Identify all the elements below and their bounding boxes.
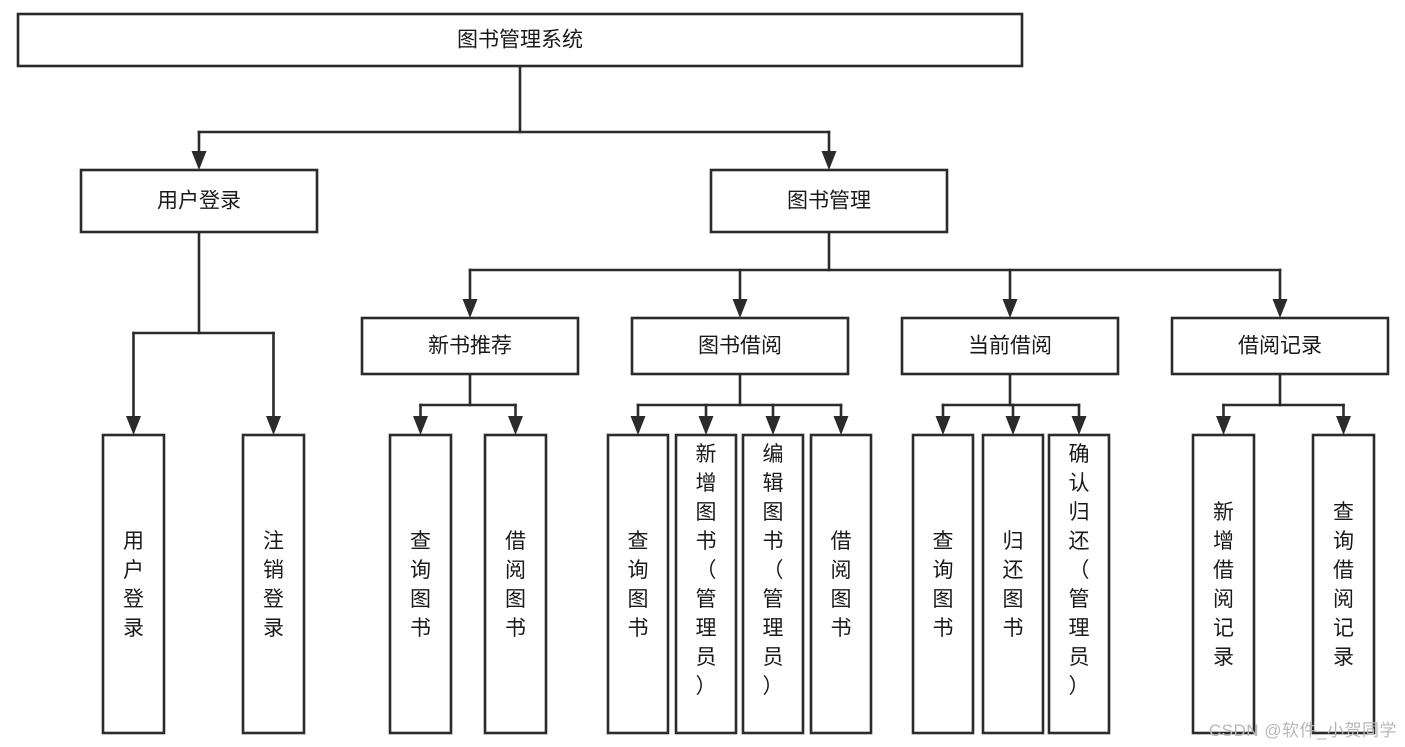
node-borrow-record[interactable]: 借阅记录: [1170, 316, 1390, 376]
node-query-book-2[interactable]: 查询图书: [606, 433, 670, 735]
node-label-query-book-1: 查询图书: [410, 530, 431, 640]
node-borrow-book-1[interactable]: 借阅图书: [483, 433, 548, 735]
arrow-new-book-recommend-head: [462, 299, 478, 318]
node-box-book-manage: [709, 168, 949, 234]
node-query-book-3[interactable]: 查询图书: [911, 433, 975, 735]
node-add-borrow-record[interactable]: 新增借阅记录: [1191, 433, 1256, 735]
node-label-current-borrow: 当前借阅: [968, 335, 1052, 358]
node-label-query-book-3: 查询图书: [933, 530, 954, 640]
node-label-root: 图书管理系统: [457, 29, 583, 52]
node-box-user-login-do: [101, 433, 166, 735]
node-box-new-book-recommend: [360, 316, 580, 376]
node-label-user-login: 用户登录: [157, 190, 241, 213]
watermark-label: CSDN @软件_小贺同学: [1208, 721, 1397, 740]
node-label-borrow-book-1: 借阅图书: [505, 530, 526, 640]
node-box-return-book: [981, 433, 1045, 735]
node-label-add-book-admin: 新增图书（管理员）: [696, 443, 717, 698]
node-query-borrow-record[interactable]: 查询借阅记录: [1311, 433, 1376, 735]
node-box-current-borrow: [900, 316, 1120, 376]
node-label-book-borrow: 图书借阅: [698, 335, 782, 358]
arrow-book-manage-head: [821, 151, 837, 170]
node-book-borrow[interactable]: 图书借阅: [630, 316, 850, 376]
node-label-borrow-record: 借阅记录: [1238, 335, 1322, 358]
node-box-edit-book-admin: [741, 433, 805, 735]
node-box-book-borrow: [630, 316, 850, 376]
arrow-query-borrow-record-head: [1336, 416, 1351, 435]
node-query-book-1[interactable]: 查询图书: [388, 433, 453, 735]
node-box-query-book-2: [606, 433, 670, 735]
arrow-book-borrow-head: [732, 299, 748, 318]
node-box-query-book-1: [388, 433, 453, 735]
node-new-book-recommend[interactable]: 新书推荐: [360, 316, 580, 376]
arrow-edit-book-admin-head: [765, 416, 781, 435]
node-label-book-manage: 图书管理: [787, 190, 871, 213]
node-label-query-book-2: 查询图书: [628, 530, 649, 640]
node-box-query-book-3: [911, 433, 975, 735]
arrow-confirm-return-admin-head: [1071, 416, 1087, 435]
node-user-logout[interactable]: 注销登录: [241, 433, 306, 735]
node-label-add-borrow-record: 新增借阅记录: [1213, 501, 1234, 669]
node-box-add-borrow-record: [1191, 433, 1256, 735]
arrow-user-login-head: [191, 151, 207, 170]
arrow-add-book-admin-head: [698, 416, 714, 435]
node-layer: 图书管理系统用户登录用户登录注销登录图书管理新书推荐查询图书借阅图书图书借阅查询…: [16, 12, 1390, 735]
node-confirm-return-admin[interactable]: 确认归还（管理员）: [1047, 433, 1111, 735]
connector-layer: [126, 64, 1351, 435]
arrow-user-logout-head: [266, 416, 281, 435]
arrow-current-borrow-head: [1002, 299, 1018, 318]
node-book-manage[interactable]: 图书管理: [709, 168, 949, 234]
node-box-borrow-book-2: [809, 433, 873, 735]
node-box-query-borrow-record: [1311, 433, 1376, 735]
node-borrow-book-2[interactable]: 借阅图书: [809, 433, 873, 735]
node-label-query-borrow-record: 查询借阅记录: [1333, 501, 1354, 669]
node-user-login[interactable]: 用户登录: [79, 168, 319, 234]
node-box-borrow-record: [1170, 316, 1390, 376]
node-label-user-login-do: 用户登录: [123, 530, 144, 640]
node-add-book-admin[interactable]: 新增图书（管理员）: [674, 433, 738, 735]
node-label-new-book-recommend: 新书推荐: [428, 335, 512, 358]
node-label-edit-book-admin: 编辑图书（管理员）: [763, 443, 784, 698]
arrow-borrow-record-head: [1272, 299, 1288, 318]
node-label-user-logout: 注销登录: [263, 530, 284, 640]
arrow-borrow-book-2-head: [833, 416, 849, 435]
node-box-confirm-return-admin: [1047, 433, 1111, 735]
node-current-borrow[interactable]: 当前借阅: [900, 316, 1120, 376]
node-box-user-logout: [241, 433, 306, 735]
arrow-borrow-book-1-head: [508, 416, 523, 435]
arrow-return-book-head: [1005, 416, 1021, 435]
arrow-query-book-3-head: [935, 416, 951, 435]
node-root[interactable]: 图书管理系统: [16, 12, 1024, 68]
node-user-login-do[interactable]: 用户登录: [101, 433, 166, 735]
node-return-book[interactable]: 归还图书: [981, 433, 1045, 735]
node-box-user-login: [79, 168, 319, 234]
arrow-user-login-do-head: [126, 416, 141, 435]
node-label-borrow-book-2: 借阅图书: [831, 530, 852, 640]
node-box-root: [16, 12, 1024, 68]
arrow-add-borrow-record-head: [1216, 416, 1231, 435]
node-edit-book-admin[interactable]: 编辑图书（管理员）: [741, 433, 805, 735]
node-box-borrow-book-1: [483, 433, 548, 735]
node-box-add-book-admin: [674, 433, 738, 735]
node-label-confirm-return-admin: 确认归还（管理员）: [1069, 443, 1090, 698]
node-label-return-book: 归还图书: [1003, 530, 1024, 640]
arrow-query-book-2-head: [630, 416, 646, 435]
arrow-query-book-1-head: [413, 416, 428, 435]
